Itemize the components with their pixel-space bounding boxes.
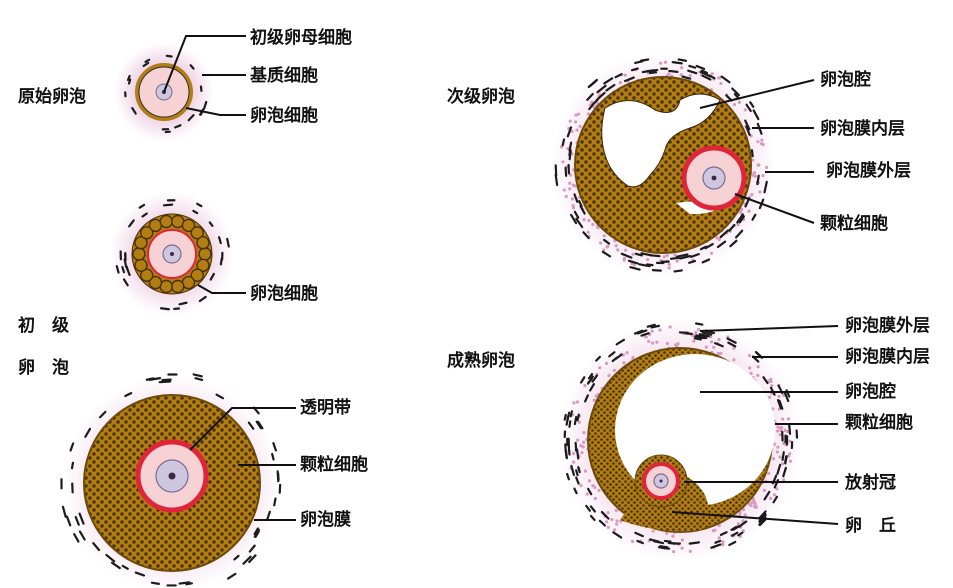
label-follicle-cell: 卵泡细胞 bbox=[250, 106, 318, 126]
label-theca-externa: 卵泡膜外层 bbox=[826, 161, 911, 181]
label-antrum: 卵泡腔 bbox=[845, 382, 896, 402]
nucleolus bbox=[170, 252, 174, 256]
label-granulosa-cell: 颗粒细胞 bbox=[845, 413, 913, 433]
stage-label-primordial: 原始卵泡 bbox=[18, 87, 86, 107]
label-theca: 卵泡膜 bbox=[300, 510, 351, 530]
follicle-cell-layer bbox=[135, 63, 193, 121]
follicle-cell-ring bbox=[132, 214, 212, 294]
leader-line bbox=[185, 107, 246, 116]
label-theca-interna: 卵泡膜内层 bbox=[820, 119, 905, 139]
leader-line bbox=[734, 193, 815, 224]
antrum bbox=[601, 93, 721, 188]
label-stromal-cell: 基质细胞 bbox=[250, 66, 318, 86]
label-granulosa-cell: 颗粒细胞 bbox=[820, 214, 888, 234]
theca-cells bbox=[554, 58, 768, 273]
leader-line bbox=[189, 407, 296, 451]
label-theca-interna: 卵泡膜内层 bbox=[845, 347, 930, 367]
label-zona-pellucida: 透明带 bbox=[300, 398, 351, 418]
stromal-cells bbox=[124, 54, 208, 134]
label-theca-externa: 卵泡膜外层 bbox=[845, 316, 930, 336]
nucleolus bbox=[711, 175, 717, 181]
stage-label-primary-line1: 初 级 bbox=[18, 316, 69, 336]
label-granulosa-cell: 颗粒细胞 bbox=[300, 455, 368, 475]
theca-cells bbox=[60, 373, 282, 587]
stage-label-mature: 成熟卵泡 bbox=[447, 351, 515, 371]
nucleolus bbox=[659, 479, 663, 483]
leader-line bbox=[197, 284, 246, 294]
stage-label-primary-line2: 卵 泡 bbox=[18, 358, 69, 378]
theca-cells bbox=[115, 199, 230, 311]
stage-label-secondary: 次级卵泡 bbox=[447, 87, 515, 107]
theca-externa-cells bbox=[563, 322, 799, 550]
label-follicle-cell: 卵泡细胞 bbox=[250, 284, 318, 304]
label-antrum: 卵泡腔 bbox=[820, 70, 871, 90]
leader-line bbox=[699, 79, 815, 109]
nucleolus bbox=[168, 472, 176, 480]
label-primary-oocyte: 初级卵母细胞 bbox=[250, 28, 352, 48]
leader-line bbox=[671, 511, 839, 525]
label-cumulus-oophorus: 卵 丘 bbox=[845, 516, 896, 536]
leader-line bbox=[163, 35, 246, 93]
leader-line bbox=[699, 325, 839, 332]
label-corona-radiata: 放射冠 bbox=[845, 473, 896, 493]
